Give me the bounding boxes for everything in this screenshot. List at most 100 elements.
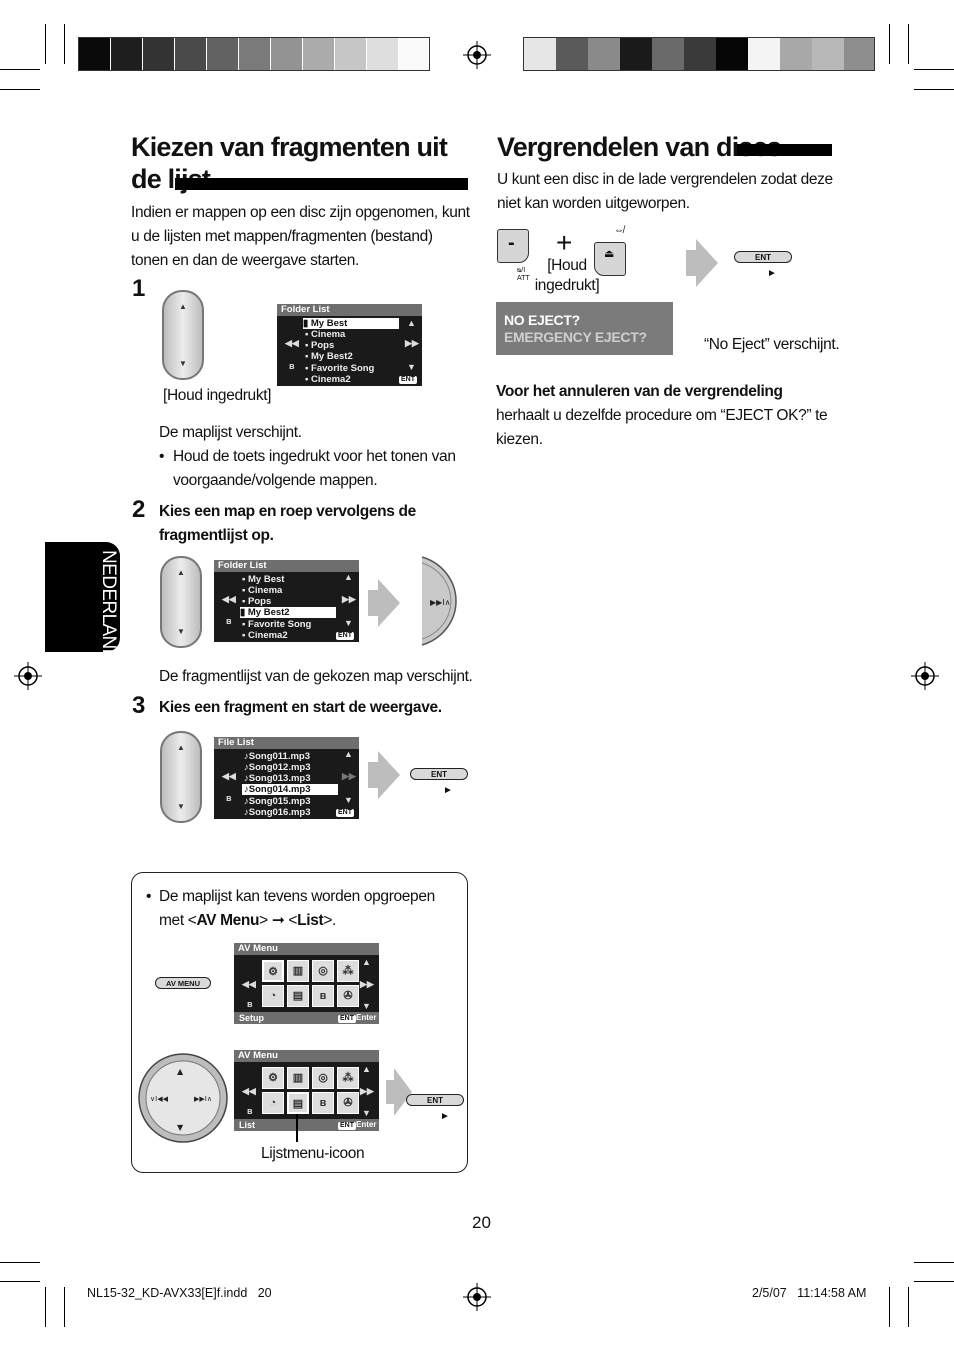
av-menu-title: AV Menu xyxy=(234,1050,379,1062)
ent-button[interactable]: ENT xyxy=(734,251,792,263)
minus-button[interactable]: - xyxy=(497,229,529,263)
list-menu-caption: Lijstmenu-icoon xyxy=(261,1145,365,1162)
av-menu-screen: AV Menu ⚙ ▥ ◎ ⁂ ◔ ▤ ʙ ✇ ▲ ▶▶ ▼ ◀◀ ʙ List… xyxy=(234,1050,379,1131)
step-number: 3 xyxy=(132,692,146,719)
equalizer-menu-icon[interactable]: ▥ xyxy=(287,1067,309,1089)
up-arrow-icon: ▲ xyxy=(407,318,416,328)
list-item[interactable]: ▪ Cinema2 xyxy=(242,630,288,641)
list-item[interactable]: ▮ My Best2 xyxy=(240,607,336,618)
fast-forward-icon: ▶▶ xyxy=(360,979,374,989)
list-item[interactable]: ▮ My Best xyxy=(303,318,399,329)
list-item[interactable]: ▪ My Best2 xyxy=(305,351,353,362)
list-item[interactable]: ▪ Cinema xyxy=(305,329,346,340)
bluetooth-icon: ʙ xyxy=(247,999,253,1009)
control-dial-icon[interactable]: ▶▶I∧ xyxy=(418,555,470,647)
svg-text:▶▶I∧: ▶▶I∧ xyxy=(194,1095,212,1103)
rewind-icon: ◀◀ xyxy=(222,594,236,604)
ent-button[interactable]: ENT xyxy=(410,768,468,780)
play-icon: ► xyxy=(440,1111,450,1122)
crop-mark xyxy=(908,1287,909,1327)
scroll-dial[interactable]: ▲▼ xyxy=(160,556,202,648)
color-bar-right xyxy=(523,37,875,71)
title-rule xyxy=(175,178,468,190)
right-section-title: Vergrendelen van discs xyxy=(497,132,782,162)
color-bar-left xyxy=(78,37,430,71)
ent-badge: ENT xyxy=(399,376,417,384)
list-item[interactable]: ♪Song015.mp3 xyxy=(244,796,311,807)
clock-menu-icon[interactable]: ◔ xyxy=(262,1092,284,1114)
clock-menu-icon[interactable]: ◔ xyxy=(262,985,284,1007)
hold-label: [Houd ingedrukt] xyxy=(163,387,272,404)
folder-list-screen: Folder List ▪ My Best ▪ Cinema ▪ Pops ▮ … xyxy=(214,560,359,642)
list-item[interactable]: ♪Song016.mp3 xyxy=(244,807,311,818)
list-menu-icon[interactable]: ▤ xyxy=(287,985,309,1007)
hold-label: [Houd ingedrukt] xyxy=(534,257,600,294)
bluetooth-icon: ʙ xyxy=(226,616,232,626)
list-item[interactable]: ▪ Cinema2 xyxy=(305,374,351,385)
svg-text:▲: ▲ xyxy=(177,1067,184,1076)
lcd-line-2: EMERGENCY EJECT? xyxy=(504,329,647,345)
list-item[interactable]: ♪Song014.mp3 xyxy=(242,784,338,795)
bluetooth-icon: ʙ xyxy=(226,793,232,803)
crop-mark xyxy=(914,89,954,90)
scroll-dial[interactable]: ▲▼ xyxy=(160,731,202,823)
list-item[interactable]: ♪Song011.mp3 xyxy=(244,751,310,762)
equalizer-menu-icon[interactable]: ▥ xyxy=(287,960,309,982)
mode-menu-icon[interactable]: ⁂ xyxy=(337,960,359,982)
av-menu-button[interactable]: AV MENU xyxy=(155,977,211,989)
sound-menu-icon[interactable]: ◎ xyxy=(312,960,334,982)
file-list-screen: File List ♪Song011.mp3 ♪Song012.mp3 ♪Son… xyxy=(214,737,359,819)
step-number: 2 xyxy=(132,496,146,523)
control-wheel-icon[interactable]: ▲ ▼ ∨I◀◀ ▶▶I∧ xyxy=(137,1052,229,1144)
up-arrow-icon: ▲ xyxy=(344,572,353,582)
crop-mark xyxy=(0,69,40,70)
registration-mark-icon xyxy=(14,662,42,690)
eject-lcd: NO EJECT? EMERGENCY EJECT? xyxy=(496,302,673,355)
eject-icon: ⏏ xyxy=(604,248,615,260)
list-item[interactable]: ▪ Pops xyxy=(242,596,272,607)
folder-list-screen: Folder List ▮ My Best ▪ Cinema ▪ Pops ▪ … xyxy=(277,304,422,386)
disc-menu-icon[interactable]: ✇ xyxy=(337,1092,359,1114)
crop-mark xyxy=(45,1287,46,1327)
rewind-icon: ◀◀ xyxy=(222,771,236,781)
menu-footer-left: List xyxy=(239,1120,256,1130)
down-arrow-icon: ▼ xyxy=(362,1108,371,1118)
list-item[interactable]: ▪ Pops xyxy=(305,340,335,351)
crop-mark xyxy=(64,1287,65,1327)
list-item[interactable]: ▪ Favorite Song xyxy=(305,363,375,374)
settings-menu-icon[interactable]: ⚙ xyxy=(262,1067,284,1089)
step2-result: De fragmentlijst van de gekozen map vers… xyxy=(159,668,473,685)
list-item[interactable]: ▪ Favorite Song xyxy=(242,619,312,630)
list-menu-icon[interactable]: ▤ xyxy=(287,1092,309,1114)
ent-badge: ENT xyxy=(338,1015,356,1023)
mode-menu-icon[interactable]: ⁂ xyxy=(337,1067,359,1089)
fast-forward-icon: ▶▶ xyxy=(342,594,356,604)
list-item[interactable]: ▪ My Best xyxy=(242,574,285,585)
step1-bullet: • Houd de toets ingedrukt voor het tonen… xyxy=(159,448,456,489)
crop-mark xyxy=(0,1281,40,1282)
bluetooth-menu-icon[interactable]: ʙ xyxy=(312,985,334,1007)
cancel-instructions: Voor het annuleren van de vergrendeling … xyxy=(496,383,828,448)
fast-forward-icon: ▶▶ xyxy=(405,338,419,348)
ent-button[interactable]: ENT xyxy=(406,1094,464,1106)
disc-menu-icon[interactable]: ✇ xyxy=(337,985,359,1007)
bluetooth-icon: ʙ xyxy=(247,1106,253,1116)
av-menu-title: AV Menu xyxy=(234,943,379,955)
crop-mark xyxy=(889,24,890,64)
note-text: • De maplijst kan tevens worden opgroepe… xyxy=(146,888,435,929)
up-arrow-icon: ▲ xyxy=(362,1064,371,1074)
settings-menu-icon[interactable]: ⚙ xyxy=(262,960,284,982)
list-item[interactable]: ♪Song013.mp3 xyxy=(244,773,311,784)
note-box xyxy=(131,872,468,1173)
scroll-dial[interactable]: ▲▼ xyxy=(162,290,204,380)
ent-badge: ENT xyxy=(338,1122,356,1130)
list-item[interactable]: ▪ Cinema xyxy=(242,585,283,596)
bluetooth-menu-icon[interactable]: ʙ xyxy=(312,1092,334,1114)
footer-file: NL15-32_KD-AVX33[E]f.indd 20 xyxy=(87,1286,272,1300)
crop-mark xyxy=(914,1281,954,1282)
step-number: 1 xyxy=(132,275,146,302)
sound-menu-icon[interactable]: ◎ xyxy=(312,1067,334,1089)
list-item[interactable]: ♪Song012.mp3 xyxy=(244,762,311,773)
eject-button[interactable]: ⏏ xyxy=(594,242,626,276)
